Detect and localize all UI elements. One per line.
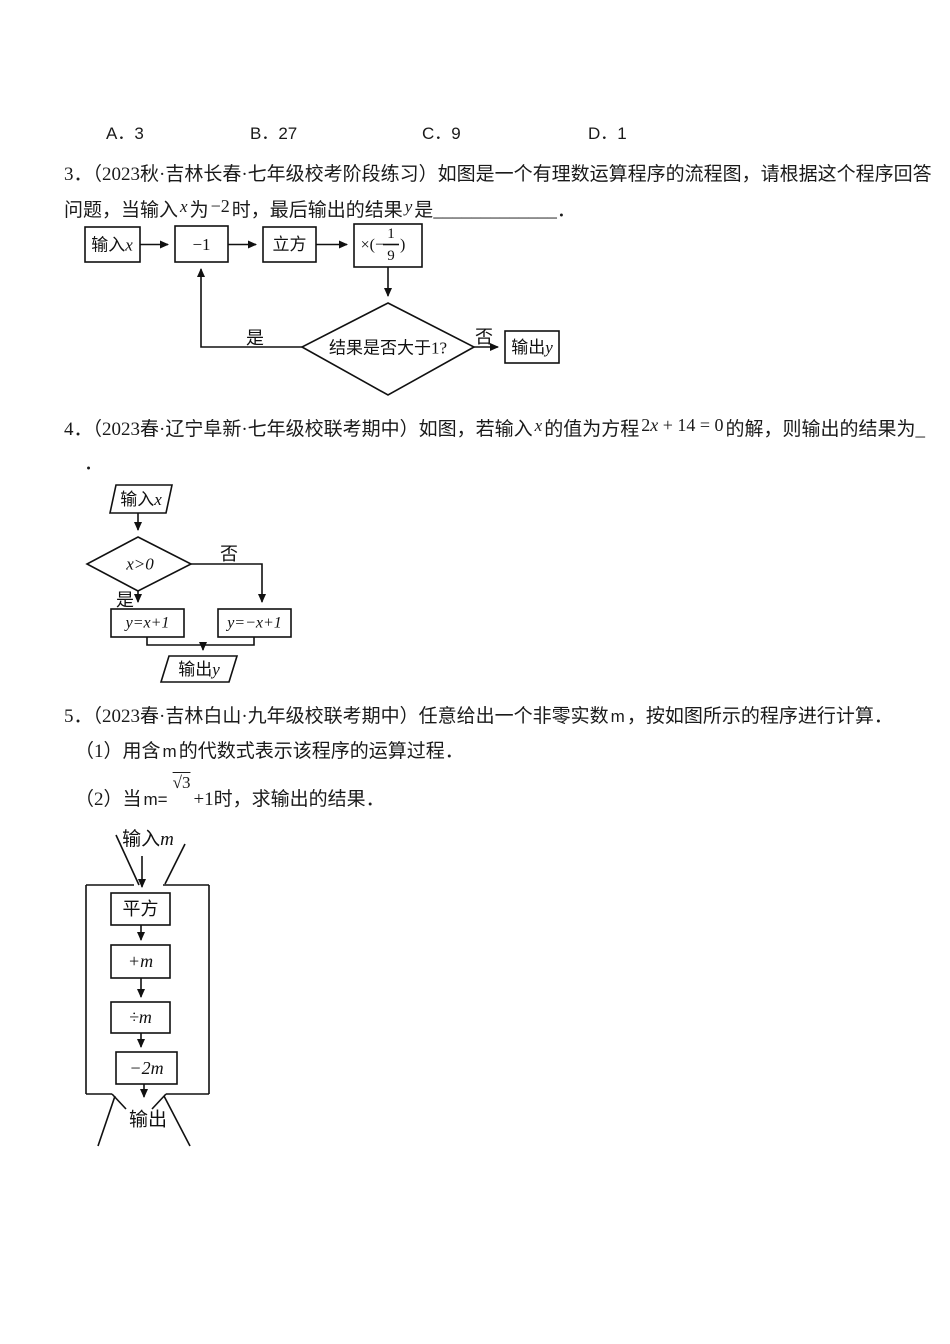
fc3-minus-2m-label: −2m [129,1058,163,1078]
svg-text:×(−: ×(− [361,237,384,254]
q3-period: ． [556,200,576,221]
svg-text:1: 1 [387,226,395,242]
fc2-yes-label: 是 [116,590,134,610]
q4-equation: 2x + 14 = 0 [641,415,724,435]
fc1-decision-label: 结果是否大于1? [329,339,447,358]
q5-program-diagram: 输入m 平方 +m ÷m −2m 输出 [85,828,210,1147]
fc1-decision-diamond [300,302,476,396]
option-b: B．27 [250,124,298,143]
q4-line2: ． [84,453,104,474]
q3-line2-post: 是 [414,200,434,221]
q5-item1-post: 的代数式表示该程序的运算过程． [178,741,464,762]
q5-sqrt3: √3 [172,773,191,792]
fc3-machine-outline [85,884,210,1095]
q5-m-3: m= [143,790,168,809]
fc2-output-parallelogram [159,655,239,683]
fc2-branch-yes-label: y=x+1 [124,615,170,632]
fc2-input-parallelogram [109,484,173,514]
q3-line2-mid2: 时，最后输出的结果 [231,200,403,221]
svg-text:9: 9 [387,248,395,264]
q3-neg2: −2 [210,196,230,216]
fc1-minus1-label: −1 [192,235,210,254]
q5-line1-post: ，按如图所示的程序进行计算． [626,706,893,727]
fc2-arrows [134,513,266,651]
fc2-branch-no-box [217,608,292,638]
q5-item2-post: +1时，求输出的结果． [193,789,385,810]
fc3-minus-2m-box [115,1051,178,1085]
fc1-input-label: 输入x [91,235,133,254]
fc3-output-label: 输出 [129,1109,167,1131]
fc3-output-funnel [97,1093,191,1147]
q5-m-2: m [162,742,177,761]
fc3-plus-m-label: +m [128,951,153,971]
fc3-square-label: 平方 [123,899,159,919]
q3-var-y: y [404,197,413,216]
q3-var-x: x [180,197,188,216]
fc3-input-label: 输入m [122,828,174,850]
q3-line2-mid1: 为 [189,200,209,221]
fc2-decision-diamond [85,536,193,592]
q5-m-1: m [610,707,625,726]
fc3-input-funnel [115,834,186,886]
q4-line1-post: 的解，则输出的结果为_ [725,419,926,440]
q4-line1-pre: 4．（2023春·辽宁阜新·七年级校联考期中）如图，若输入 [64,419,533,440]
fc1-multiply-label: ×(− 1 9 ) [361,226,406,264]
fc1-no-label: 否 [475,327,493,347]
q4-line1-mid: 的值为方程 [544,419,640,440]
fc1-output-box [504,330,560,364]
fc1-arrows [140,240,499,351]
svg-text:): ) [400,237,405,254]
fc2-no-label: 否 [220,544,238,564]
fc3-divide-m-label: ÷m [129,1007,152,1027]
q4-flowchart: 输入x x>0 否 是 y=x+1 y=−x+1 输出y [85,484,292,683]
fc1-cube-label: 立方 [273,235,307,254]
fc2-output-label: 输出y [178,660,220,679]
fc1-yes-label: 是 [246,328,264,348]
q3-line2-pre: 问题，当输入 [64,200,179,221]
fc2-input-label: 输入x [120,490,162,509]
q5-line1-pre: 5．（2023春·吉林白山·九年级校联考期中）任意给出一个非零实数 [64,706,609,727]
fc1-output-label: 输出y [511,338,553,357]
q5-item2-pre: （2）当 [75,789,142,810]
fc2-condition-label: x>0 [125,555,154,574]
q3-flowchart: 输入x −1 立方 ×(− 1 9 ) 结果是否大于1? 是 否 输出y [84,223,560,396]
q3-answer-blank: _____________ [433,200,557,221]
q4-var-x: x [534,416,543,435]
fc2-branch-yes-box [110,608,185,638]
option-d: D．1 [588,124,627,143]
q5-item1-pre: （1）用含 [75,741,161,762]
option-a: A．3 [106,124,144,143]
option-c: C．9 [422,124,461,143]
fc2-branch-no-label: y=−x+1 [225,615,282,632]
q3-line1: 3．（2023秋·吉林长春·七年级校考阶段练习）如图是一个有理数运算程序的流程图… [64,164,932,185]
